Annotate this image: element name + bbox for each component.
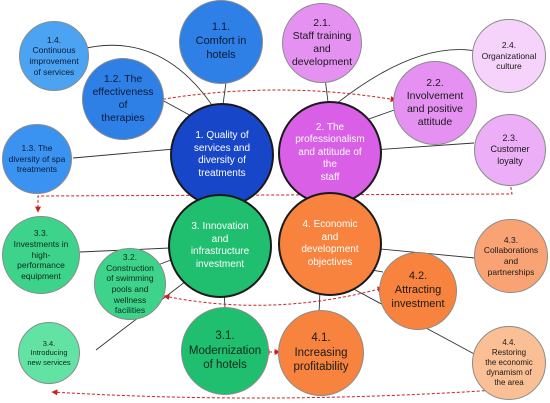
node-4.3-label: 4.3. Collaborations and partnerships <box>483 234 539 277</box>
node-2.3: 2.3. Customer loyalty <box>474 114 546 186</box>
node-3-label: 3. Innovation and infrastructure investm… <box>190 221 250 270</box>
node-3.1-label: 3.1. Modernization of hotels <box>188 330 262 372</box>
dashed-arrow-3.4-4.4 <box>51 387 497 399</box>
node-3.1: 3.1. Modernization of hotels <box>181 307 269 395</box>
node-4.4-label: 4.4. Restoring the economic dynamism of … <box>485 338 533 387</box>
node-4: 4. Economic and development objectives <box>278 192 382 296</box>
node-4.1: 4.1. Increasing profitability <box>278 310 364 396</box>
node-4-label: 4. Economic and development objectives <box>301 219 359 268</box>
node-1.3-label: 1.3. The diversity of spa treatments <box>8 143 66 175</box>
dashed-arrow-3.2-4.2 <box>163 286 384 306</box>
node-4.1-label: 4.1. Increasing profitability <box>293 332 349 374</box>
node-1.2: 1.2. The effectiveness of therapies <box>82 58 164 140</box>
node-2: 2. The professionalism and attitude of t… <box>278 101 382 205</box>
node-1.4-label: 1.4. Continuous improvement of services <box>29 34 79 77</box>
connector-2-2.3 <box>372 142 475 151</box>
node-1-label: 1. Quality of services and diversity of … <box>193 130 251 179</box>
node-3.3: 3.3. Investments in high- performance eq… <box>2 216 80 294</box>
node-4.4: 4.4. Restoring the economic dynamism of … <box>472 326 546 400</box>
node-3.2: 3.2. Construction of swimming pools and … <box>94 248 166 320</box>
node-3.2-label: 3.2. Construction of swimming pools and … <box>106 252 154 316</box>
node-3: 3. Innovation and infrastructure investm… <box>168 194 272 298</box>
node-2.4: 2.4. Organizational culture <box>472 19 546 93</box>
dashed-arrow-2.3-3.3 <box>35 181 513 213</box>
node-1.4: 1.4. Continuous improvement of services <box>19 21 89 91</box>
node-2.3-label: 2.3. Customer loyalty <box>490 133 530 166</box>
node-3.4-label: 3.4. Introducing new services <box>27 338 71 367</box>
node-3.3-label: 3.3. Investments in high- performance eq… <box>13 228 69 281</box>
node-2.1-label: 2.1. Staff training and development <box>291 16 353 69</box>
node-4.2-label: 4.2. Attracting investment <box>391 270 445 310</box>
dashed-arrow-1.2-2.2 <box>157 89 397 103</box>
connector-2-2.4 <box>335 49 482 105</box>
connector-1-1.3 <box>72 147 187 159</box>
node-2.4-label: 2.4. Organizational culture <box>481 40 537 72</box>
node-1.1: 1.1. Comfort in hotels <box>179 0 263 84</box>
node-2.2: 2.2. Involvement and positive attitude <box>393 61 477 145</box>
node-1: 1. Quality of services and diversity of … <box>170 103 274 207</box>
node-3.4: 3.4. Introducing new services <box>18 322 80 384</box>
node-1.3: 1.3. The diversity of spa treatments <box>2 124 72 194</box>
node-1.2-label: 1.2. The effectiveness of therapies <box>92 72 154 125</box>
node-1.1-label: 1.1. Comfort in hotels <box>195 21 247 61</box>
node-2-label: 2. The professionalism and attitude of t… <box>295 121 365 183</box>
node-4.2: 4.2. Attracting investment <box>379 252 457 330</box>
node-2.1: 2.1. Staff training and development <box>282 3 362 83</box>
node-2.2-label: 2.2. Involvement and positive attitude <box>406 76 464 129</box>
connector-1-1.4 <box>77 44 215 109</box>
node-4.3: 4.3. Collaborations and partnerships <box>474 219 548 293</box>
